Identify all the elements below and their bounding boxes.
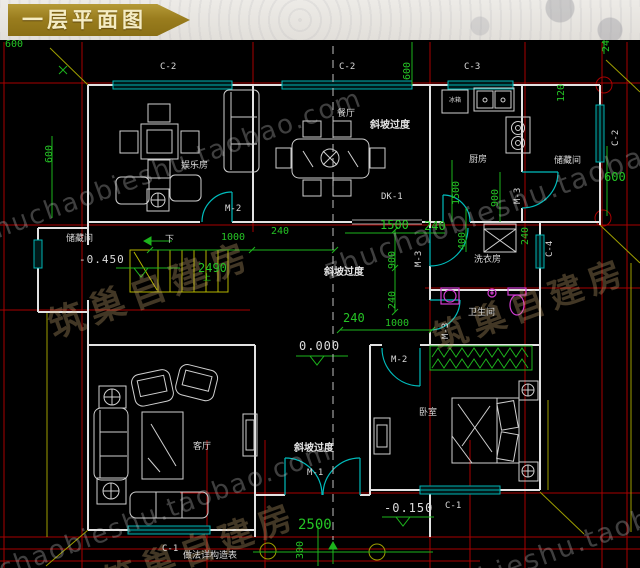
label-room-living: 客厅 xyxy=(193,442,212,452)
label-room-rec: 娱乐房 xyxy=(181,161,209,171)
label-code-c2-right: C-2 xyxy=(611,129,621,146)
doors xyxy=(201,171,559,496)
label-room-dining: 餐厅 xyxy=(337,109,356,119)
label-dim-240-hall: 240 xyxy=(387,290,398,309)
bed xyxy=(451,397,520,464)
label-dim-120: 120 xyxy=(556,83,567,102)
label-code-c1-bed: C-1 xyxy=(445,501,462,511)
rec-room-armchairs xyxy=(115,174,202,212)
label-dim-600-topleft: 600 xyxy=(5,39,24,50)
label-code-m3-bath: M-3 xyxy=(441,322,451,339)
kitchen-fixtures xyxy=(441,87,531,154)
label-code-c4: C-4 xyxy=(545,240,555,257)
label-appl-fridge: 冰箱 xyxy=(449,97,462,104)
label-dim-2500: 2500 xyxy=(298,517,332,533)
door-m2-rec xyxy=(201,191,233,223)
dining-table xyxy=(275,120,386,197)
label-lvl-neg0150: -0.150 xyxy=(384,501,434,515)
label-code-dk1: DK-1 xyxy=(381,192,403,202)
bedroom-tv xyxy=(373,417,391,455)
label-code-c1-living: C-1 xyxy=(162,544,179,554)
label-lvl-0000: 0.000 xyxy=(299,339,341,353)
title-banner: 一层平面图 xyxy=(8,4,190,36)
label-code-m3-kitchen: M-3 xyxy=(513,187,523,204)
nightstands xyxy=(518,380,539,482)
label-code-m2-bed: M-2 xyxy=(391,355,408,365)
door-m3-bath xyxy=(429,299,461,331)
label-room-bedroom: 卧室 xyxy=(419,408,438,418)
banner-strip: 一层平面图 xyxy=(0,0,640,40)
label-dim-1000-stair: 1000 xyxy=(221,232,246,243)
label-dim-600-right: 600 xyxy=(604,170,626,184)
label-dim-240-stair: 240 xyxy=(271,226,290,237)
label-dim-240-laundry: 240 xyxy=(520,226,531,245)
label-c2-mid: C-2 xyxy=(339,62,356,72)
label-note-up: 上 xyxy=(203,273,211,282)
label-room-storage-right: 储藏间 xyxy=(554,156,582,166)
living-side-tables xyxy=(96,385,127,505)
label-dim-600-topcenter: 600 xyxy=(402,61,413,80)
door-m3-kitchen xyxy=(442,194,471,223)
label-room-bath: 卫生间 xyxy=(468,308,496,318)
door-m1-left xyxy=(284,457,323,496)
label-note-detail: 做法详构造表 xyxy=(183,551,238,561)
living-coffee-table xyxy=(141,411,184,480)
label-dim-240-mid: 240 xyxy=(343,311,365,325)
rec-room-sofa xyxy=(223,89,260,173)
label-note-slope-mid: 斜坡过度 xyxy=(324,267,364,278)
bath-sink xyxy=(440,287,460,305)
living-armchair-2 xyxy=(175,364,219,402)
shower-head xyxy=(487,288,497,298)
label-dim-1500-kitchen: 1500 xyxy=(451,180,462,205)
label-lvl-neg0450: -0.450 xyxy=(79,253,125,266)
living-tv xyxy=(242,413,258,457)
window-left-bump xyxy=(33,239,43,269)
label-dim-300: 300 xyxy=(295,540,306,559)
label-c2-left: C-2 xyxy=(160,62,177,72)
windows xyxy=(33,80,605,535)
door-laundry xyxy=(429,227,469,267)
label-c3-top: C-3 xyxy=(464,62,481,72)
label-code-m3-hall: M-3 xyxy=(414,250,424,267)
label-note-slope-top: 斜坡过度 xyxy=(370,120,410,131)
axis-bubble xyxy=(594,209,612,227)
label-dim-1500-mid: 1500 xyxy=(380,218,409,232)
label-code-m2-rec: M-2 xyxy=(225,204,242,214)
label-dim-900-hall: 900 xyxy=(387,250,398,269)
washing-machine xyxy=(483,223,517,253)
label-dim-2490: 2490 xyxy=(198,261,227,275)
stove xyxy=(505,116,531,154)
label-room-kitchen: 厨房 xyxy=(469,155,488,165)
label-note-down: 下 xyxy=(165,235,175,245)
living-armchair-1 xyxy=(131,369,174,407)
label-dim-400-kitchen: 400 xyxy=(457,231,468,250)
bathroom-fixtures xyxy=(440,287,527,316)
label-dim-600-left: 600 xyxy=(44,144,55,163)
dimension-lines xyxy=(51,25,608,566)
living-sofa-bottom xyxy=(129,491,209,519)
label-dim-1000-mid: 1000 xyxy=(385,318,410,329)
page-title: 一层平面图 xyxy=(22,8,147,32)
door-storage xyxy=(521,171,559,209)
label-room-laundry: 洗衣房 xyxy=(474,255,502,265)
label-dim-900-kitchen: 900 xyxy=(490,188,501,207)
wardrobe-hatch xyxy=(429,345,533,371)
label-room-storage-left: 储藏间 xyxy=(66,234,94,244)
furniture xyxy=(93,87,539,519)
label-dim-240-midtop: 240 xyxy=(424,219,446,233)
sink xyxy=(473,87,515,112)
door-m1-right xyxy=(322,457,361,496)
label-code-m1: M-1 xyxy=(307,468,324,478)
rec-room-table xyxy=(119,103,200,179)
axis-bubble xyxy=(259,542,277,560)
toilet-bowl xyxy=(509,294,525,316)
fridge xyxy=(441,89,469,114)
door-m2-bedroom xyxy=(381,347,421,387)
label-note-slope-bottom: 斜坡过度 xyxy=(294,443,334,454)
